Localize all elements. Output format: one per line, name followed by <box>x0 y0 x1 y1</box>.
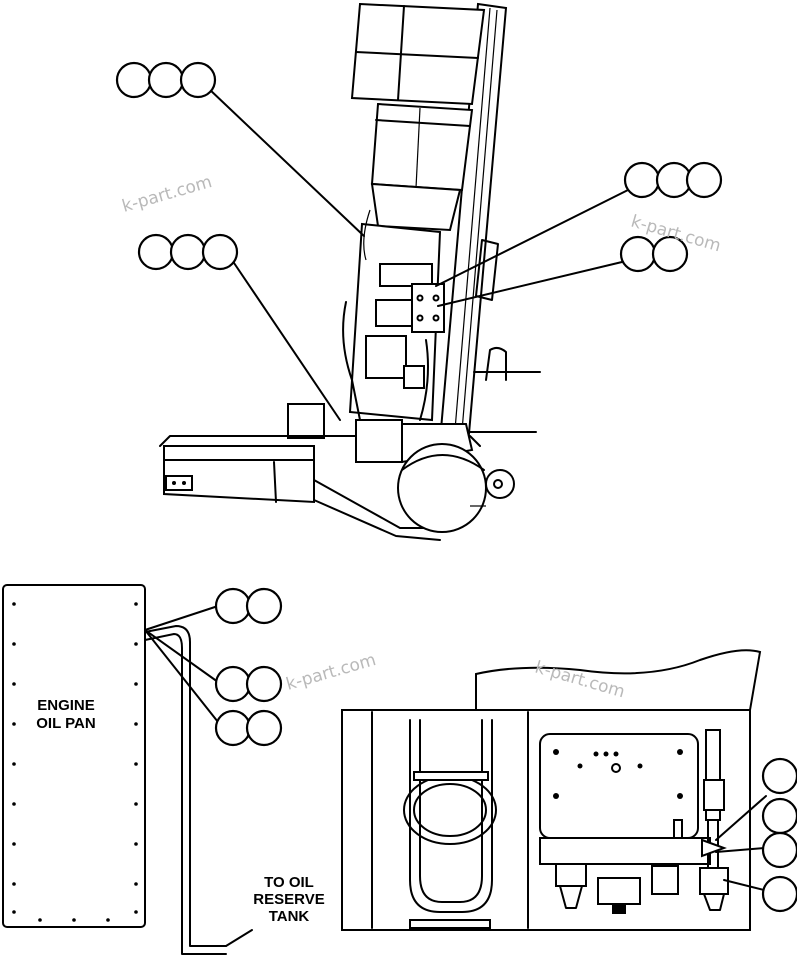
top-assembly <box>159 2 541 541</box>
engine-oil-pan-label-line1: ENGINE <box>37 697 95 714</box>
callout-balloon-oil-pan-2 <box>214 665 283 703</box>
callout-balloon-detail-2 <box>761 797 797 835</box>
oil-reserve-tank-label-line1: TO OIL <box>264 874 314 891</box>
oil-reserve-tank-label-line2: RESERVE <box>253 891 324 908</box>
callout-balloons <box>115 61 797 913</box>
callout-balloon-detail-4 <box>761 875 797 913</box>
leader-lines <box>144 87 767 891</box>
callout-balloon-oil-pan-1 <box>214 587 283 625</box>
watermark-3: k-part.com <box>284 650 378 695</box>
callout-balloon-middle-left <box>137 233 239 271</box>
oil-reserve-tank-label-line3: TANK <box>269 908 310 925</box>
engine-oil-pan-label-line2: OIL PAN <box>36 715 95 732</box>
callout-balloon-detail-3 <box>761 831 797 869</box>
watermark-1: k-part.com <box>120 172 214 217</box>
callout-balloon-oil-pan-3 <box>214 709 283 747</box>
valve-detail-assembly <box>341 649 762 931</box>
callout-balloon-top-right <box>623 161 723 199</box>
callout-balloon-detail-1 <box>761 757 797 795</box>
callout-balloon-top-left <box>115 61 217 99</box>
callout-balloon-middle-right <box>619 235 689 273</box>
engine-oil-pan: ENGINE OIL PAN TO OIL RESERVE TANK <box>2 584 325 955</box>
